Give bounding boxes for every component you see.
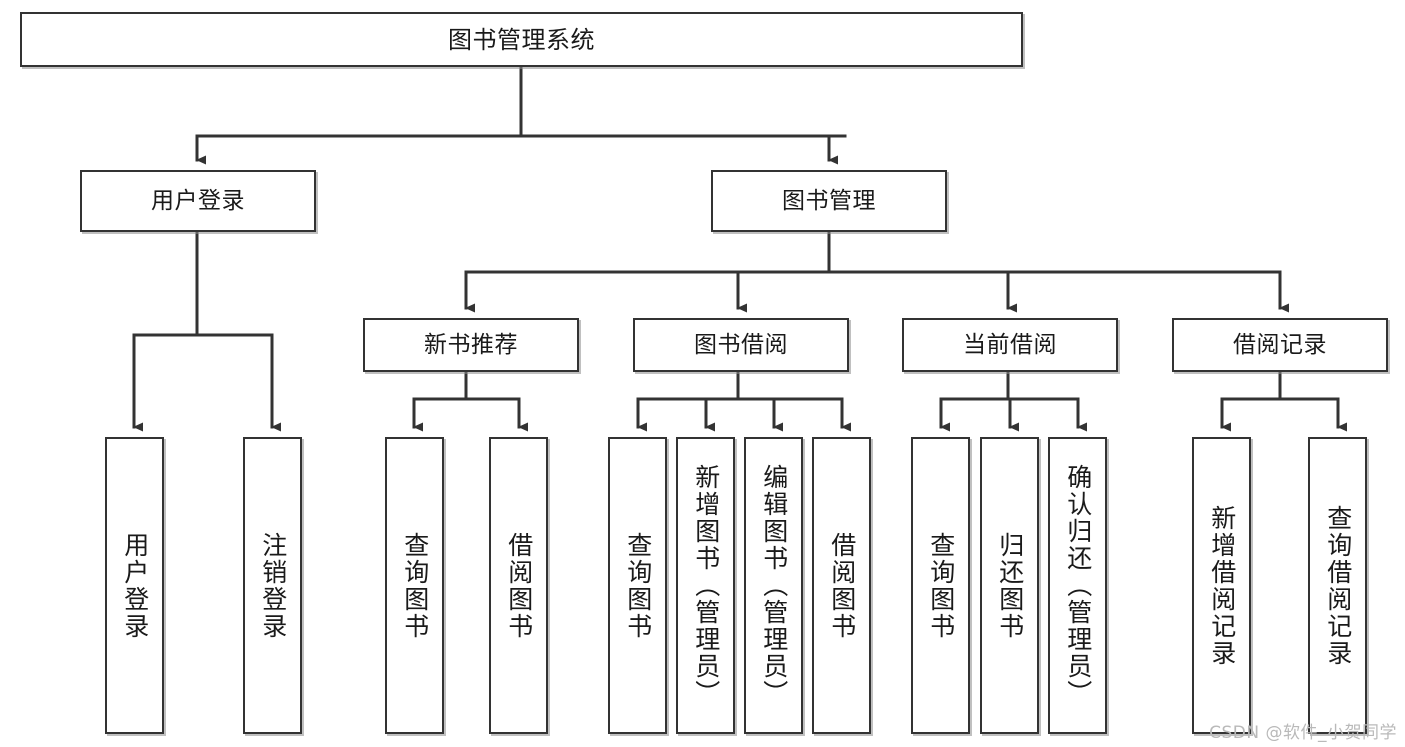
node-leaf-logout[interactable]: 注销登录 (243, 437, 302, 734)
node-book-borrow-label: 图书借阅 (694, 331, 788, 358)
node-leaf-query-book-new-label: 查询图书 (400, 531, 430, 640)
node-leaf-query-book-borrow[interactable]: 查询图书 (608, 437, 667, 734)
node-leaf-query-book-current-label: 查询图书 (926, 531, 956, 640)
node-user-login-label: 用户登录 (151, 187, 245, 214)
node-current-borrow[interactable]: 当前借阅 (902, 318, 1118, 372)
node-leaf-query-book-borrow-label: 查询图书 (623, 531, 653, 640)
node-book-management-label: 图书管理 (782, 187, 876, 214)
node-leaf-edit-book-admin[interactable]: 编辑图书（管理员） (744, 437, 803, 734)
node-leaf-query-borrow-record-label: 查询借阅记录 (1323, 504, 1353, 667)
node-leaf-logout-label: 注销登录 (258, 531, 288, 640)
node-leaf-borrow-book-new-label: 借阅图书 (504, 531, 534, 640)
node-leaf-query-book-current[interactable]: 查询图书 (911, 437, 970, 734)
node-leaf-add-book-admin-label: 新增图书（管理员） (691, 464, 721, 707)
node-book-borrow[interactable]: 图书借阅 (633, 318, 849, 372)
node-new-book-recommend[interactable]: 新书推荐 (363, 318, 579, 372)
node-leaf-add-book-admin[interactable]: 新增图书（管理员） (676, 437, 735, 734)
node-current-borrow-label: 当前借阅 (963, 331, 1057, 358)
node-leaf-add-borrow-record[interactable]: 新增借阅记录 (1192, 437, 1251, 734)
node-user-login[interactable]: 用户登录 (80, 170, 316, 232)
node-leaf-add-borrow-record-label: 新增借阅记录 (1207, 504, 1237, 667)
node-leaf-borrow-book-label: 借阅图书 (827, 531, 857, 640)
node-leaf-query-book-new[interactable]: 查询图书 (385, 437, 444, 734)
node-leaf-edit-book-admin-label: 编辑图书（管理员） (759, 464, 789, 707)
node-leaf-confirm-return-admin[interactable]: 确认归还（管理员） (1048, 437, 1107, 734)
node-leaf-query-borrow-record[interactable]: 查询借阅记录 (1308, 437, 1367, 734)
csdn-watermark: CSDN @软件_小贺同学 (1209, 723, 1397, 743)
node-leaf-user-login-label: 用户登录 (120, 531, 150, 640)
node-new-book-recommend-label: 新书推荐 (424, 331, 518, 358)
node-book-management[interactable]: 图书管理 (711, 170, 947, 232)
node-leaf-borrow-book[interactable]: 借阅图书 (812, 437, 871, 734)
node-borrow-record[interactable]: 借阅记录 (1172, 318, 1388, 372)
node-root-system[interactable]: 图书管理系统 (20, 12, 1023, 67)
node-borrow-record-label: 借阅记录 (1233, 331, 1327, 358)
node-leaf-return-book[interactable]: 归还图书 (980, 437, 1039, 734)
node-leaf-borrow-book-new[interactable]: 借阅图书 (489, 437, 548, 734)
node-root-system-label: 图书管理系统 (448, 25, 595, 54)
node-leaf-return-book-label: 归还图书 (995, 531, 1025, 640)
node-leaf-confirm-return-admin-label: 确认归还（管理员） (1063, 464, 1093, 707)
node-leaf-user-login[interactable]: 用户登录 (105, 437, 164, 734)
